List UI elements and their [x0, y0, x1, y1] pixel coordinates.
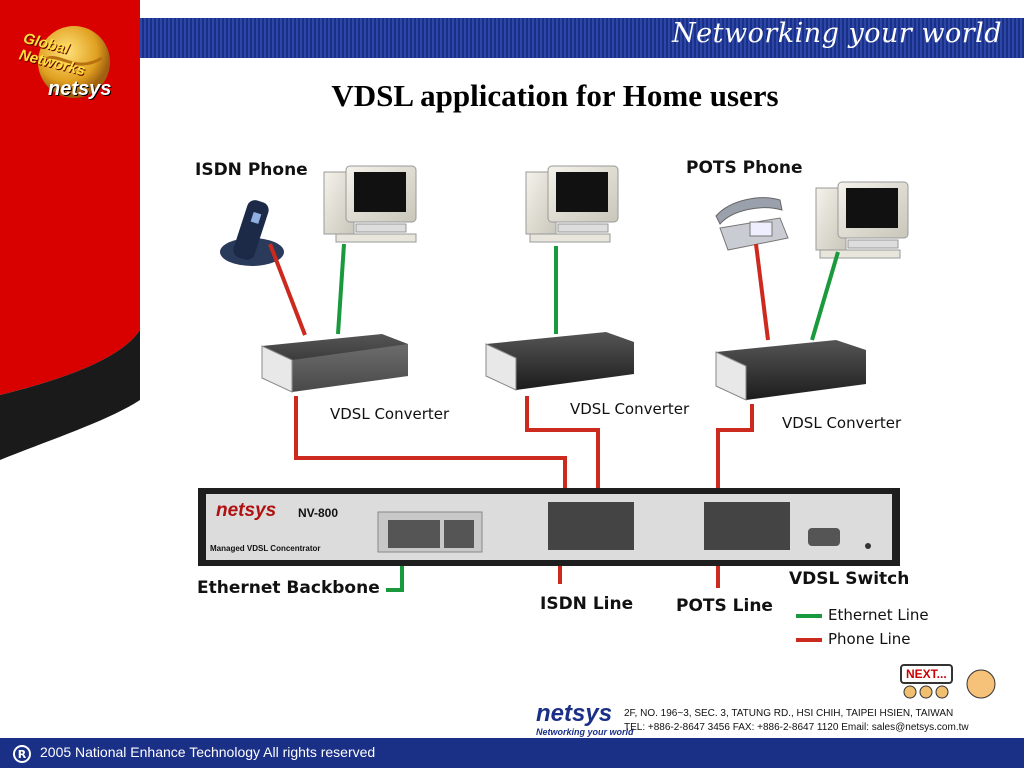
label-isdn-line: ISDN Line — [540, 594, 634, 614]
isdn-phone-icon — [220, 200, 284, 266]
label-vdsl-switch: VDSL Switch — [789, 569, 910, 589]
phone-lines — [268, 243, 822, 642]
top-banner — [140, 18, 1024, 58]
label-vdsl-converter-3: VDSL Converter — [782, 414, 902, 432]
switch-model: NV-800 — [298, 506, 339, 520]
switch-description: Managed VDSL Concentrator — [210, 544, 321, 553]
contact-address: 2F, NO. 196~3, SEC. 3, TATUNG RD., HSI C… — [624, 708, 954, 719]
svg-text:R: R — [18, 748, 27, 761]
label-vdsl-converter-2: VDSL Converter — [570, 400, 690, 418]
left-sidebar — [0, 0, 140, 460]
vdsl-switch-device — [198, 488, 900, 566]
mascot-icon — [966, 669, 996, 699]
next-button[interactable]: NEXT... — [900, 662, 1000, 702]
footer-bar — [0, 738, 1024, 768]
legend-phone-line: Phone Line — [828, 630, 911, 648]
footer-brand: netsys — [536, 700, 613, 727]
label-vdsl-converter-1: VDSL Converter — [330, 405, 450, 423]
vdsl-converter-1 — [261, 334, 408, 393]
label-ethernet-backbone: Ethernet Backbone — [197, 578, 380, 598]
computer-icon-2 — [525, 165, 619, 243]
registered-icon: R — [13, 745, 31, 763]
footer-brand-tagline: Networking your world — [536, 727, 634, 737]
globe-icon — [38, 26, 110, 98]
tagline: Networking your world — [672, 18, 1003, 49]
logo-brand: netsys — [48, 78, 112, 100]
next-button-label: NEXT... — [900, 664, 953, 684]
label-pots-phone: POTS Phone — [686, 158, 803, 178]
pots-phone-icon — [715, 197, 789, 251]
vdsl-converter-2 — [485, 332, 634, 391]
contact-phones: TEL: +886-2-8647 3456 FAX: +886-2-8647 1… — [624, 722, 969, 733]
copyright-text: 2005 National Enhance Technology All rig… — [40, 744, 376, 760]
company-logo[interactable]: Global Networks netsys — [14, 20, 124, 110]
label-isdn-phone: ISDN Phone — [195, 160, 308, 180]
computer-icon-1 — [323, 165, 417, 243]
vdsl-converter-3 — [715, 340, 866, 401]
label-pots-line: POTS Line — [676, 596, 773, 616]
next-arrow-icon — [903, 685, 949, 699]
switch-brand: netsys — [216, 500, 277, 521]
computer-icon-3 — [815, 181, 909, 259]
legend-ethernet-line: Ethernet Line — [828, 606, 929, 624]
page-title: VDSL application for Home users — [331, 78, 779, 113]
